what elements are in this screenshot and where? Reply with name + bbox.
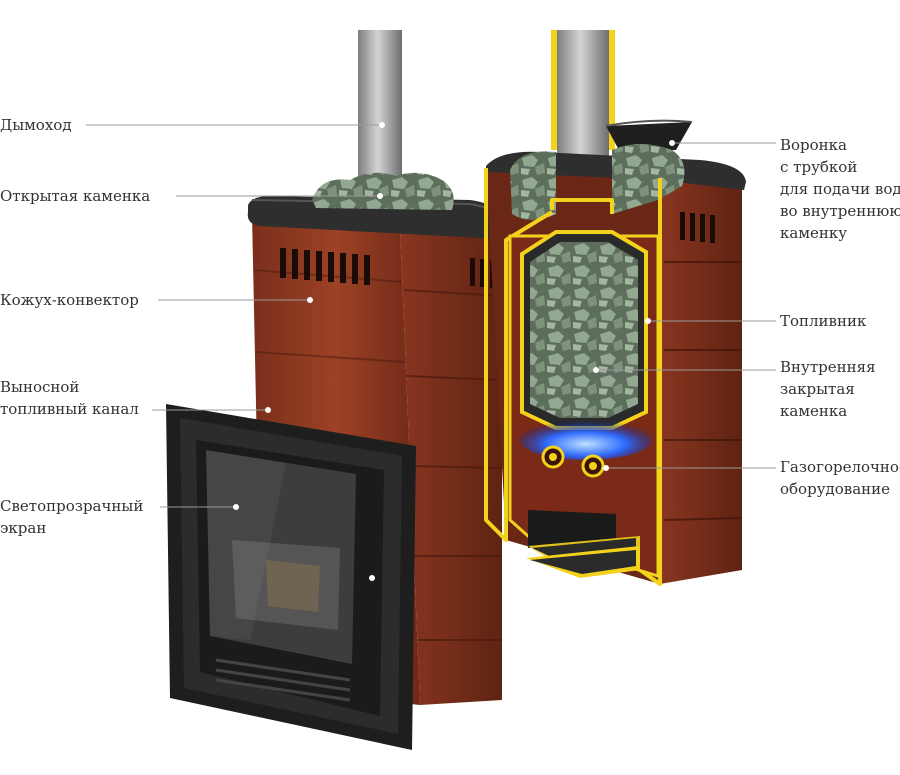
label-remote-fuel-channel: Выносной топливный канал [0, 376, 139, 420]
cutaway-stove-vents [680, 212, 715, 243]
label-funnel-line-4: во внутреннюю [780, 202, 900, 220]
label-convector-casing: Кожух-конвектор [0, 289, 139, 311]
label-gas-burner: Газогорелочное оборудование [780, 456, 900, 500]
transparent-screen-glass [206, 450, 356, 664]
open-heater-stones [312, 172, 454, 210]
label-remote-fuel-channel-line-2: топливный канал [0, 400, 139, 418]
label-inner-closed-heater: Внутренняя закрытая каменка [780, 356, 876, 422]
leader-lines [86, 124, 776, 508]
label-gas-burner-line-1: Газогорелочное [780, 458, 900, 476]
chimney-pipe [358, 30, 402, 198]
label-gas-burner-line-2: оборудование [780, 480, 891, 498]
label-transparent-screen-line-2: экран [0, 519, 47, 537]
label-inner-closed-heater-line-1: Внутренняя [780, 358, 876, 376]
label-firebox-line: Топливник [780, 312, 867, 330]
label-funnel: Воронка с трубкой для подачи воды во вну… [780, 134, 900, 244]
label-funnel-line-5: каменку [780, 224, 848, 242]
ash-tray [526, 546, 640, 578]
label-chimney-line: Дымоход [0, 116, 72, 134]
leader-dots [233, 122, 675, 581]
gas-burner [520, 420, 652, 478]
label-open-heater-line: Открытая каменка [0, 187, 151, 205]
outer-stones [510, 144, 685, 220]
label-transparent-screen: Светопрозрачный экран [0, 495, 143, 539]
label-funnel-line-3: для подачи воды [780, 180, 900, 198]
label-funnel-line-2: с трубкой [780, 158, 858, 176]
inner-closed-heater [520, 230, 648, 430]
label-inner-closed-heater-line-2: закрытая [780, 380, 855, 398]
label-firebox: Топливник [780, 310, 866, 332]
label-transparent-screen-line-1: Светопрозрачный [0, 497, 144, 515]
label-open-heater: Открытая каменка [0, 185, 150, 207]
label-chimney: Дымоход [0, 114, 72, 136]
label-inner-closed-heater-line-3: каменка [780, 402, 848, 420]
label-funnel-line-1: Воронка [780, 136, 848, 154]
cutaway-outline [484, 168, 662, 586]
label-remote-fuel-channel-line-1: Выносной [0, 378, 80, 396]
label-convector-casing-line: Кожух-конвектор [0, 291, 139, 309]
door-grille [215, 658, 351, 702]
